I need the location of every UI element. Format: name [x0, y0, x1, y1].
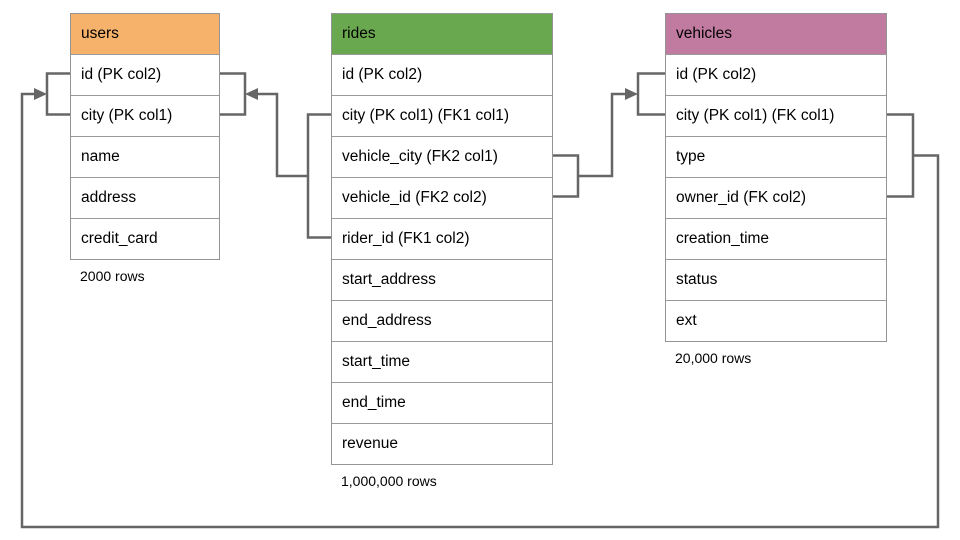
table-vehicles: vehicles id (PK col2)city (PK col1) (FK …: [665, 13, 887, 366]
column-row: city (PK col1): [71, 95, 219, 136]
column-row: rider_id (FK1 col2): [332, 218, 552, 259]
users-pk-bracket-right: [220, 72, 247, 116]
arrowhead-left-icon: [245, 88, 258, 100]
table-rides: rides id (PK col2)city (PK col1) (FK1 co…: [331, 13, 553, 489]
column-row: city (PK col1) (FK1 col1): [332, 95, 552, 136]
table-vehicles-box: vehicles id (PK col2)city (PK col1) (FK …: [665, 13, 887, 342]
column-row: start_address: [332, 259, 552, 300]
table-vehicles-rows: id (PK col2)city (PK col1) (FK col1)type…: [666, 54, 886, 341]
rides-fk2-to-vehicles-connector: [578, 92, 626, 178]
column-row: end_address: [332, 300, 552, 341]
users-pk-bracket-left: [45, 72, 70, 116]
arrowhead-right-icon: [625, 88, 638, 100]
column-row: vehicle_city (FK2 col1): [332, 136, 552, 177]
column-row: id (PK col2): [71, 54, 219, 95]
vehicles-pk-bracket: [636, 72, 665, 116]
column-row: id (PK col2): [666, 54, 886, 95]
table-rides-box: rides id (PK col2)city (PK col1) (FK1 co…: [331, 13, 553, 465]
column-row: id (PK col2): [332, 54, 552, 95]
table-rides-rows: id (PK col2)city (PK col1) (FK1 col1)veh…: [332, 54, 552, 464]
column-row: credit_card: [71, 218, 219, 259]
column-row: revenue: [332, 423, 552, 464]
column-row: ext: [666, 300, 886, 341]
table-rides-header: rides: [332, 14, 552, 54]
row-count-label: 1,000,000 rows: [341, 473, 437, 489]
column-row: vehicle_id (FK2 col2): [332, 177, 552, 218]
column-row: address: [71, 177, 219, 218]
rides-fk2-bracket: [553, 154, 580, 198]
vehicles-fk-to-users-connector: [20, 92, 940, 529]
column-row: city (PK col1) (FK col1): [666, 95, 886, 136]
column-row: owner_id (FK col2): [666, 177, 886, 218]
arrowhead-right-icon: [34, 88, 47, 100]
column-row: end_time: [332, 382, 552, 423]
vehicles-fk-bracket: [887, 113, 915, 198]
column-row: creation_time: [666, 218, 886, 259]
column-row: name: [71, 136, 219, 177]
table-users-header: users: [71, 14, 219, 54]
table-vehicles-header: vehicles: [666, 14, 886, 54]
column-row: status: [666, 259, 886, 300]
row-count-label: 2000 rows: [80, 268, 145, 284]
rides-fk1-bracket: [306, 113, 331, 239]
row-count-label: 20,000 rows: [675, 350, 752, 366]
column-row: start_time: [332, 341, 552, 382]
rides-fk1-to-users-connector: [257, 92, 308, 178]
column-row: type: [666, 136, 886, 177]
